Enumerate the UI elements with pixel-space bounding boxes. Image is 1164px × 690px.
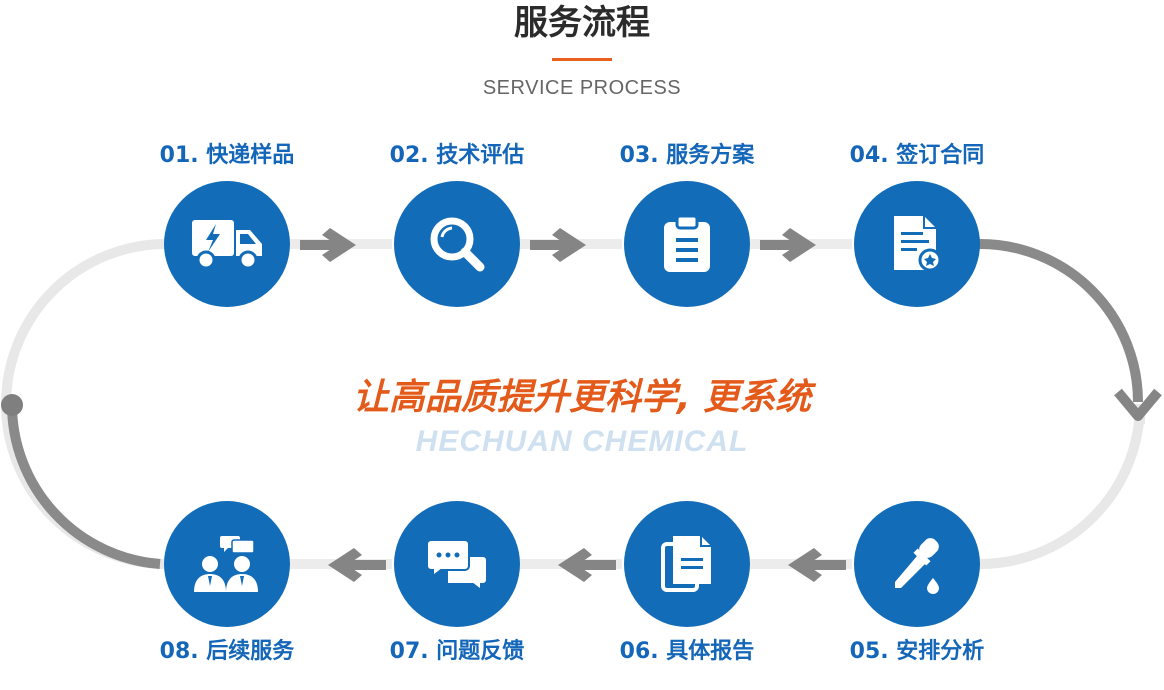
step-01-circle bbox=[164, 181, 290, 307]
dropper-icon bbox=[895, 538, 939, 594]
loop-return-arc bbox=[7, 404, 161, 569]
title-underline bbox=[552, 58, 612, 61]
step-04-circle bbox=[854, 181, 980, 307]
arrow-right-3-4 bbox=[760, 228, 816, 262]
step-02-label: 02. 技术评估 bbox=[389, 143, 525, 168]
step-05-circle bbox=[854, 501, 980, 627]
center-slogan: 让高品质提升更科学, 更系统 bbox=[352, 377, 812, 418]
report-pages-icon bbox=[661, 536, 711, 592]
step-07-label: 07. 问题反馈 bbox=[389, 639, 525, 664]
step-08-label: 08. 后续服务 bbox=[159, 639, 295, 664]
loop-right-arc bbox=[916, 239, 1143, 403]
clipboard-icon bbox=[664, 214, 710, 272]
step-04-label: 04. 签订合同 bbox=[849, 143, 985, 168]
loop-track-right bbox=[916, 403, 1145, 569]
arrow-right-2-3 bbox=[530, 228, 586, 262]
step-06-circle bbox=[624, 501, 750, 627]
arrow-left-6-7 bbox=[558, 548, 616, 582]
step-02-circle bbox=[394, 181, 520, 307]
support-team-icon bbox=[194, 536, 258, 592]
step-08-circle bbox=[164, 501, 290, 627]
step-03-label: 03. 服务方案 bbox=[619, 143, 755, 168]
step-03-circle bbox=[624, 181, 750, 307]
page-subtitle: SERVICE PROCESS bbox=[482, 77, 682, 99]
loop-down-arrowhead bbox=[1114, 388, 1162, 421]
step-05-label: 05. 安排分析 bbox=[849, 639, 985, 664]
magnifier-icon bbox=[430, 217, 485, 272]
brand-watermark: HECHUAN CHEMICAL bbox=[415, 425, 749, 458]
loop-start-dot bbox=[1, 394, 23, 416]
step-01-label: 01. 快递样品 bbox=[159, 143, 295, 168]
arrow-right-1-2 bbox=[300, 228, 356, 262]
page-title: 服务流程 bbox=[514, 3, 650, 43]
arrow-left-5-6 bbox=[788, 548, 846, 582]
step-06-label: 06. 具体报告 bbox=[619, 639, 755, 664]
chat-bubbles-icon bbox=[426, 539, 488, 592]
contract-document-icon bbox=[894, 216, 942, 272]
delivery-truck-icon bbox=[192, 220, 262, 270]
arrow-left-7-8 bbox=[328, 548, 386, 582]
step-07-circle bbox=[394, 501, 520, 627]
